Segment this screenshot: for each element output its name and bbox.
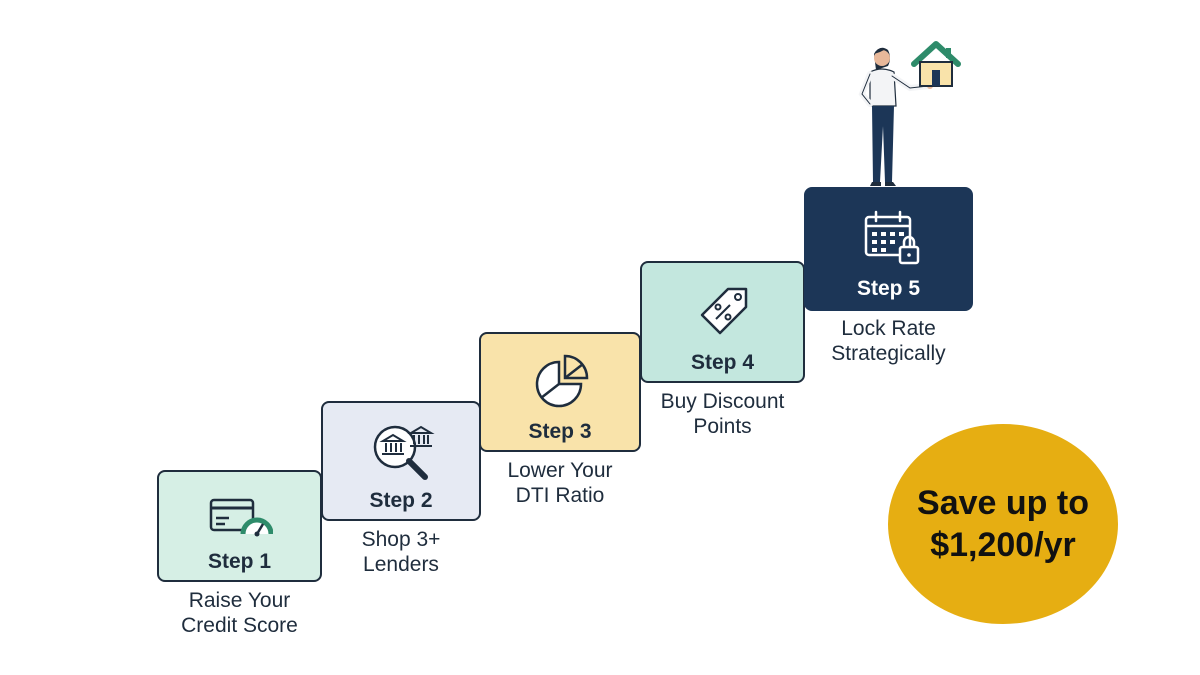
step-2-desc-line-1: Shop 3+ — [361, 528, 441, 551]
step-2-desc-line-2: Lenders — [363, 553, 439, 576]
step-2-description: Shop 3+ Lenders — [321, 527, 481, 577]
savings-badge-line-1: Save up to — [917, 484, 1089, 522]
step-5-box: Step 5 — [804, 187, 973, 311]
step-3-desc-line-2: DTI Ratio — [515, 484, 605, 507]
step-5-desc-line-2: Strategically — [831, 342, 946, 365]
step-3-label: Step 3 — [528, 420, 592, 443]
step-4-box: Step 4 — [640, 261, 805, 383]
step-1-label: Step 1 — [207, 550, 272, 573]
savings-badge: Save up to $1,200/yr — [888, 424, 1118, 624]
step-1-desc-line-1: Raise Your — [188, 589, 291, 612]
step-4-description: Buy Discount Points — [640, 389, 805, 439]
step-4-label: Step 4 — [690, 351, 755, 374]
bank-magnifier-icon — [373, 425, 435, 480]
percent-tag-icon — [700, 287, 748, 335]
savings-badge-line-2: $1,200/yr — [930, 526, 1076, 564]
step-5-desc-line-1: Lock Rate — [841, 317, 936, 340]
step-5-description: Lock Rate Strategically — [804, 316, 973, 366]
step-4-desc-line-2: Points — [693, 415, 752, 438]
step-3-description: Lower Your DTI Ratio — [479, 458, 641, 508]
step-3-box: Step 3 — [479, 332, 641, 452]
step-3-desc-line-1: Lower Your — [507, 459, 613, 482]
step-1-box: Step 1 — [157, 470, 322, 582]
credit-card-gauge-icon — [209, 498, 273, 537]
pie-chart-icon — [535, 354, 589, 408]
step-4-desc-line-1: Buy Discount — [660, 390, 785, 413]
step-2-box: Step 2 — [321, 401, 481, 521]
step-2-label: Step 2 — [369, 489, 433, 512]
step-1-description: Raise Your Credit Score — [157, 588, 322, 638]
step-1-desc-line-2: Credit Score — [181, 614, 298, 637]
person-holding-house-illustration — [858, 41, 961, 186]
step-5-label: Step 5 — [856, 277, 921, 300]
calendar-lock-icon — [864, 210, 920, 265]
